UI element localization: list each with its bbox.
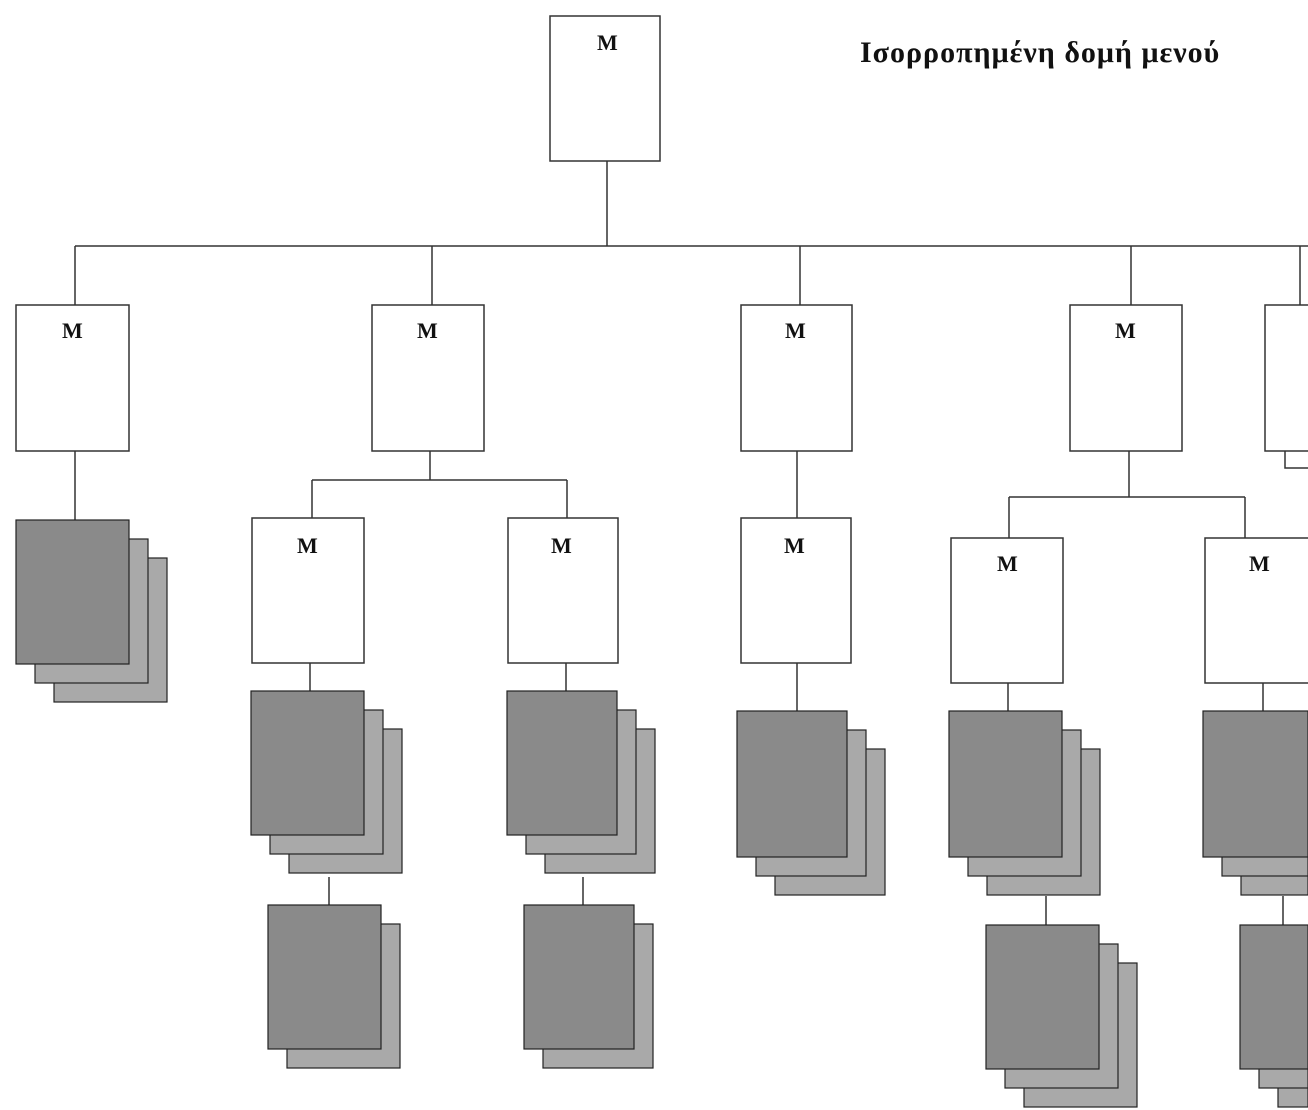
menu-box-level1-1: M bbox=[15, 304, 130, 452]
svg-text:M: M bbox=[785, 318, 806, 343]
svg-text:M: M bbox=[597, 30, 618, 55]
menu-box-level1-5-clipped bbox=[1264, 304, 1308, 452]
page-sheet bbox=[506, 690, 618, 836]
page-stack-4 bbox=[736, 710, 886, 896]
page-stack-6a bbox=[1202, 710, 1308, 896]
menu-box-level1-2: M bbox=[371, 304, 485, 452]
page-sheet bbox=[736, 710, 848, 858]
menu-box-root: M bbox=[549, 15, 661, 162]
page-stacks bbox=[15, 519, 1308, 1108]
menu-box-level1-4: M bbox=[1069, 304, 1183, 452]
page-stack-6b bbox=[1239, 924, 1308, 1108]
svg-text:M: M bbox=[1115, 318, 1136, 343]
page-sheet bbox=[948, 710, 1063, 858]
page-stack-2a bbox=[250, 690, 403, 874]
menu-box-level2-5: M bbox=[1204, 537, 1308, 684]
page-sheet bbox=[250, 690, 365, 836]
page-sheet bbox=[985, 924, 1100, 1070]
menu-box-level2-1: M bbox=[251, 517, 365, 664]
svg-text:M: M bbox=[997, 551, 1018, 576]
svg-text:M: M bbox=[62, 318, 83, 343]
svg-text:M: M bbox=[297, 533, 318, 558]
menu-box-level2-3: M bbox=[740, 517, 852, 664]
page-sheet bbox=[1239, 924, 1308, 1070]
menu-box-level1-3: M bbox=[740, 304, 853, 452]
page-sheet bbox=[523, 904, 635, 1050]
page-stack-1 bbox=[15, 519, 168, 703]
page-stack-2b bbox=[267, 904, 401, 1069]
page-stack-5b bbox=[985, 924, 1138, 1108]
menu-box-level2-2: M bbox=[507, 517, 619, 664]
svg-text:M: M bbox=[1249, 551, 1270, 576]
page-sheet bbox=[15, 519, 130, 665]
page-sheet bbox=[267, 904, 382, 1050]
page-stack-3b bbox=[523, 904, 654, 1069]
svg-text:M: M bbox=[784, 533, 805, 558]
menu-box-level2-4: M bbox=[950, 537, 1064, 684]
connector-lines bbox=[74, 161, 1308, 925]
page-stack-3a bbox=[506, 690, 656, 874]
svg-text:M: M bbox=[417, 318, 438, 343]
page-stack-5a bbox=[948, 710, 1101, 896]
page-sheet bbox=[1202, 710, 1308, 858]
diagram-title: Ισορροπημένη δομή μενού bbox=[860, 36, 1220, 69]
svg-text:M: M bbox=[551, 533, 572, 558]
